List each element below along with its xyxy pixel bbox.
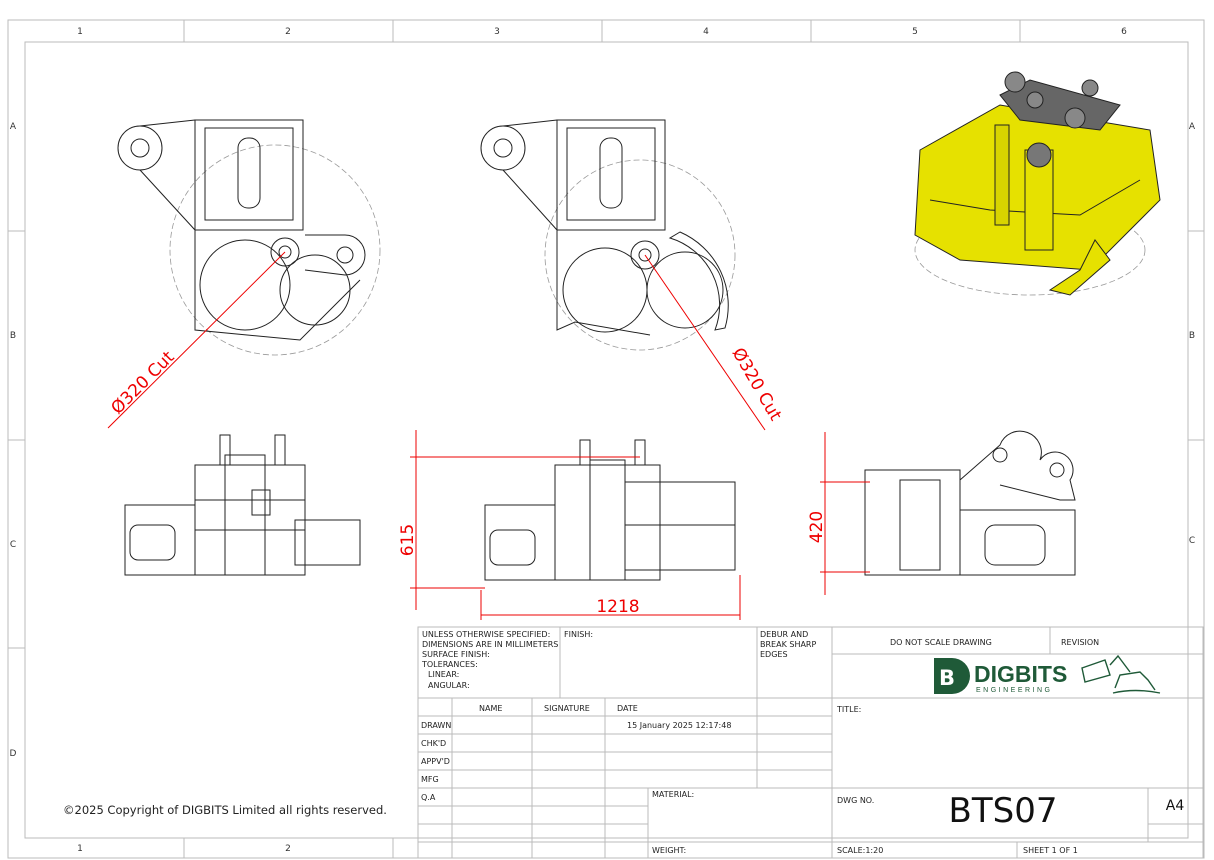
- zone-row-a: A: [10, 122, 17, 132]
- cut-dimension-right: Ø320 Cut: [728, 345, 786, 425]
- note-line-5: LINEAR:: [428, 670, 459, 679]
- dimension-lines-middle: [410, 430, 741, 620]
- note-line-2: DIMENSIONS ARE IN MILLIMETERS: [422, 640, 558, 649]
- header-signature: SIGNATURE: [544, 704, 590, 713]
- isometric-view: [914, 71, 1161, 296]
- material-label: MATERIAL:: [652, 790, 694, 799]
- title-block: UNLESS OTHERWISE SPECIFIED: DIMENSIONS A…: [417, 626, 1204, 859]
- height-dimension-615: 615: [398, 524, 418, 556]
- top-view-left: [124, 434, 361, 576]
- zone-ticks: [8, 20, 1204, 858]
- width-dimension-1218: 1218: [596, 597, 639, 617]
- top-view-right: [864, 430, 1076, 576]
- finish-label: FINISH:: [564, 630, 593, 639]
- copyright-notice: ©2025 Copyright of DIGBITS Limited all r…: [63, 803, 387, 817]
- row-label-approved: APPV'D: [421, 757, 450, 766]
- zone-col-1: 1: [77, 27, 83, 37]
- note-line-6: ANGULAR:: [428, 681, 470, 690]
- drawing-number: BTS07: [949, 791, 1058, 831]
- dimension-lines-right: [820, 432, 870, 595]
- zone-col-2: 2: [285, 27, 291, 37]
- logo-letter: B: [939, 666, 955, 690]
- note-line-3: SURFACE FINISH:: [422, 650, 490, 659]
- debur-line-3: EDGES: [760, 650, 788, 659]
- height-dimension-420: 420: [807, 511, 827, 543]
- revision-label: REVISION: [1061, 638, 1099, 647]
- cut-dimension-left: Ø320 Cut: [107, 347, 178, 418]
- zone-row-b-right: B: [1189, 331, 1195, 341]
- zone-row-b: B: [10, 331, 16, 341]
- zone-col-6: 6: [1121, 27, 1127, 37]
- zone-row-a-right: A: [1189, 122, 1196, 132]
- drawn-date: 15 January 2025 12:17:48: [627, 721, 731, 730]
- zone-col-5: 5: [912, 27, 918, 37]
- row-label-qa: Q.A: [421, 793, 436, 802]
- note-line-4: TOLERANCES:: [421, 660, 478, 669]
- debur-line-1: DEBUR AND: [760, 630, 808, 639]
- note-line-1: UNLESS OTHERWISE SPECIFIED:: [422, 630, 550, 639]
- side-view-open: [117, 119, 381, 356]
- zone-col-2-bottom: 2: [285, 844, 291, 854]
- side-view-closed: [480, 119, 736, 351]
- zone-col-1-bottom: 1: [77, 844, 83, 854]
- cut-leader-left: [107, 251, 286, 429]
- sheet-label: SHEET 1 OF 1: [1023, 846, 1078, 855]
- digbits-logo: B DIGBITS ENGINEERING: [934, 654, 1161, 694]
- zone-col-3: 3: [494, 27, 500, 37]
- weight-label: WEIGHT:: [652, 846, 686, 855]
- row-label-drawn: DRAWN: [421, 721, 451, 730]
- scale-label: SCALE:1:20: [837, 846, 883, 855]
- header-date: DATE: [617, 704, 638, 713]
- zone-row-d: D: [10, 749, 17, 759]
- zone-row-c: C: [10, 540, 16, 550]
- zone-row-c-right: C: [1189, 536, 1195, 546]
- logo-subtitle: ENGINEERING: [976, 687, 1053, 694]
- logo-name: DIGBITS: [974, 661, 1067, 687]
- header-name: NAME: [479, 704, 502, 713]
- cut-leader-right: [644, 254, 766, 431]
- top-view-middle: [484, 439, 736, 581]
- row-label-mfg: MFG: [421, 775, 439, 784]
- debur-line-2: BREAK SHARP: [760, 640, 816, 649]
- do-not-scale-note: DO NOT SCALE DRAWING: [890, 638, 992, 647]
- zone-col-4: 4: [703, 27, 709, 37]
- sheet-size: A4: [1166, 798, 1185, 814]
- dwg-no-label: DWG NO.: [837, 796, 874, 805]
- title-label: TITLE:: [836, 705, 861, 714]
- excavator-icon: [1081, 654, 1161, 694]
- row-label-checked: CHK'D: [421, 739, 446, 748]
